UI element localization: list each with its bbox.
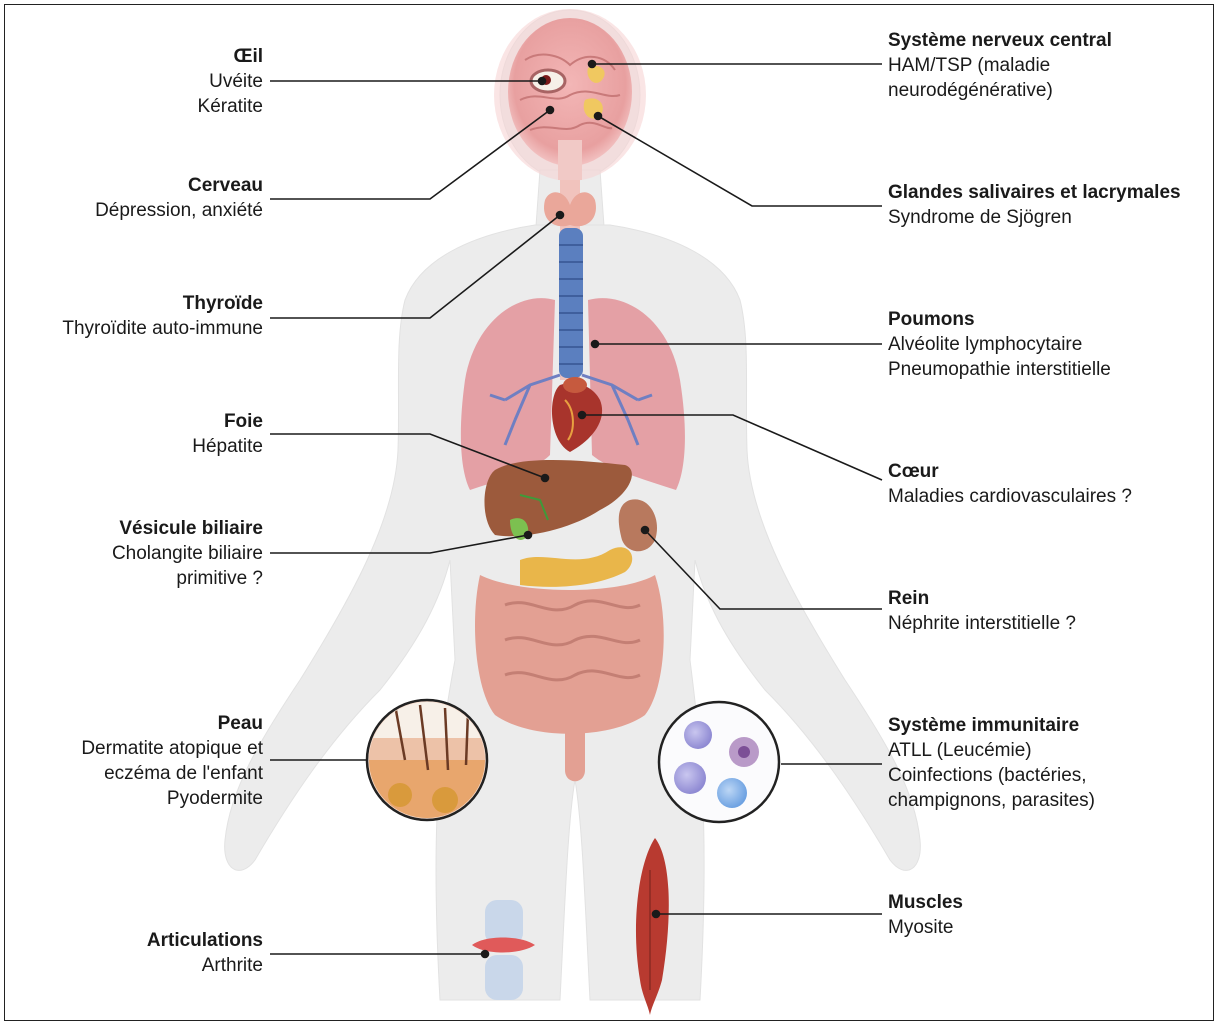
label-thyroide-line: Thyroïdite auto-immune bbox=[62, 316, 263, 341]
label-cerveau-line: Dépression, anxiété bbox=[95, 198, 263, 223]
label-snc-line: neurodégénérative) bbox=[888, 78, 1112, 103]
label-peau: Peau Dermatite atopique et eczéma de l'e… bbox=[81, 711, 263, 811]
label-poumons-line: Pneumopathie interstitielle bbox=[888, 357, 1111, 382]
label-poumons-line: Alvéolite lymphocytaire bbox=[888, 332, 1111, 357]
label-glandes-title: Glandes salivaires et lacrymales bbox=[888, 180, 1181, 205]
label-coeur-title: Cœur bbox=[888, 459, 1132, 484]
brain-illustration bbox=[494, 9, 646, 181]
label-rein-line: Néphrite interstitielle ? bbox=[888, 611, 1076, 636]
label-articulations: Articulations Arthrite bbox=[147, 928, 263, 978]
label-peau-line: Dermatite atopique et bbox=[81, 736, 263, 761]
label-snc-line: HAM/TSP (maladie bbox=[888, 53, 1112, 78]
label-thyroide-title: Thyroïde bbox=[62, 291, 263, 316]
label-glandes: Glandes salivaires et lacrymales Syndrom… bbox=[888, 180, 1181, 230]
label-articulations-title: Articulations bbox=[147, 928, 263, 953]
label-immunitaire-title: Système immunitaire bbox=[888, 713, 1095, 738]
label-peau-line: eczéma de l'enfant bbox=[81, 761, 263, 786]
skin-illustration bbox=[365, 700, 490, 820]
label-coeur-line: Maladies cardiovasculaires ? bbox=[888, 484, 1132, 509]
label-peau-title: Peau bbox=[81, 711, 263, 736]
label-muscles-line: Myosite bbox=[888, 915, 963, 940]
label-oeil-title: Œil bbox=[198, 44, 263, 69]
label-peau-line: Pyodermite bbox=[81, 786, 263, 811]
label-foie-line: Hépatite bbox=[192, 434, 263, 459]
label-immunitaire-line: champignons, parasites) bbox=[888, 788, 1095, 813]
label-oeil: Œil Uvéite Kératite bbox=[198, 44, 263, 119]
label-snc: Système nerveux central HAM/TSP (maladie… bbox=[888, 28, 1112, 103]
label-poumons-title: Poumons bbox=[888, 307, 1111, 332]
immune-cells-illustration bbox=[659, 702, 779, 822]
label-muscles-title: Muscles bbox=[888, 890, 963, 915]
label-coeur: Cœur Maladies cardiovasculaires ? bbox=[888, 459, 1132, 509]
label-rein-title: Rein bbox=[888, 586, 1076, 611]
label-poumons: Poumons Alvéolite lymphocytaire Pneumopa… bbox=[888, 307, 1111, 382]
leader-glandes bbox=[598, 116, 882, 206]
label-thyroide: Thyroïde Thyroïdite auto-immune bbox=[62, 291, 263, 341]
label-oeil-line: Uvéite bbox=[198, 69, 263, 94]
label-foie-title: Foie bbox=[192, 409, 263, 434]
label-immunitaire-line: ATLL (Leucémie) bbox=[888, 738, 1095, 763]
label-vesicule-title: Vésicule biliaire bbox=[112, 516, 263, 541]
label-glandes-line: Syndrome de Sjögren bbox=[888, 205, 1181, 230]
label-articulations-line: Arthrite bbox=[147, 953, 263, 978]
label-immunitaire-line: Coinfections (bactéries, bbox=[888, 763, 1095, 788]
label-rein: Rein Néphrite interstitielle ? bbox=[888, 586, 1076, 636]
label-cerveau: Cerveau Dépression, anxiété bbox=[95, 173, 263, 223]
label-vesicule-line: primitive ? bbox=[112, 566, 263, 591]
label-foie: Foie Hépatite bbox=[192, 409, 263, 459]
label-cerveau-title: Cerveau bbox=[95, 173, 263, 198]
label-snc-title: Système nerveux central bbox=[888, 28, 1112, 53]
label-oeil-line: Kératite bbox=[198, 94, 263, 119]
label-vesicule-line: Cholangite biliaire bbox=[112, 541, 263, 566]
label-vesicule: Vésicule biliaire Cholangite biliaire pr… bbox=[112, 516, 263, 591]
label-muscles: Muscles Myosite bbox=[888, 890, 963, 940]
label-immunitaire: Système immunitaire ATLL (Leucémie) Coin… bbox=[888, 713, 1095, 813]
